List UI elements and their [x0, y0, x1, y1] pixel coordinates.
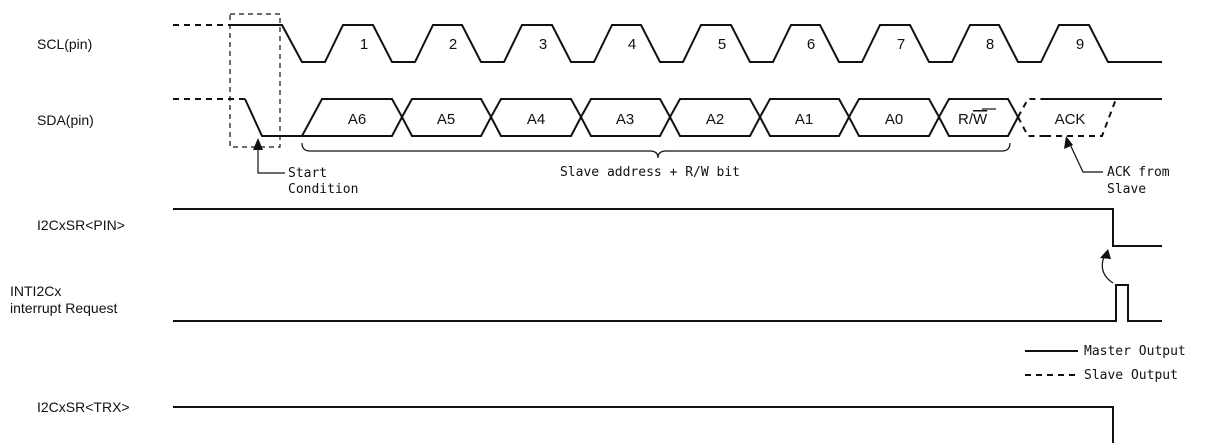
clock-number-8: 8 [986, 36, 994, 53]
ack-from-slave-annotation: ACK from Slave [1064, 136, 1170, 197]
address-brace-text: Slave address + R/W bit [560, 165, 740, 180]
address-bit-a6: A6 [348, 111, 366, 128]
clock-number-5: 5 [718, 36, 726, 53]
legend-slave-text: Slave Output [1084, 368, 1178, 383]
rw-bit-w-overlined: W [973, 111, 988, 128]
sda-signal-label: SDA(pin) [37, 112, 94, 128]
address-bit-a5: A5 [437, 111, 455, 128]
rw-bit-r: R/ [958, 111, 974, 128]
sda-ack-bottom-right [1045, 98, 1117, 137]
address-bit-a2: A2 [706, 111, 724, 128]
sda-waveform [173, 98, 1162, 137]
start-condition-text-line2: Condition [288, 182, 358, 197]
scl-master-trace [232, 24, 1162, 63]
int-signal-label-line2: interrupt Request [10, 300, 118, 316]
clock-number-6: 6 [807, 36, 815, 53]
pin-waveform [173, 208, 1162, 247]
pin-clear-arrow-icon [1100, 249, 1111, 259]
legend: Master Output Slave Output [1025, 344, 1186, 383]
start-condition-leader [257, 140, 285, 174]
start-condition-annotation: Start Condition [253, 138, 358, 197]
address-brace-shape [301, 142, 1011, 159]
clock-number-4: 4 [628, 36, 636, 53]
start-condition-text-line1: Start [288, 166, 327, 181]
clock-number-9: 9 [1076, 36, 1084, 53]
clock-number-7: 7 [897, 36, 905, 53]
int-waveform [173, 284, 1162, 322]
sda-ack-bottom-left [1017, 116, 1045, 137]
address-bit-a3: A3 [616, 111, 634, 128]
scl-signal-label: SCL(pin) [37, 36, 92, 52]
sda-ack-top-left [1017, 98, 1045, 118]
ack-from-slave-leader [1067, 139, 1103, 173]
slave-address-brace: Slave address + R/W bit [301, 142, 1011, 180]
sda-address-bit-labels: A6 A5 A4 A3 A2 A1 A0 R/W ACK [348, 108, 1086, 128]
ack-from-slave-text-line1: ACK from [1107, 165, 1170, 180]
legend-master-text: Master Output [1084, 344, 1186, 359]
address-bit-a1: A1 [795, 111, 813, 128]
ack-from-slave-arrow-icon [1064, 136, 1073, 149]
rw-bit-label: R/W [958, 111, 988, 128]
sda-start-fall [244, 98, 302, 137]
clock-number-2: 2 [449, 36, 457, 53]
int-signal-label-line1: INTI2Cx [10, 283, 61, 299]
start-condition-box [229, 13, 281, 148]
sda-data-cells-bottom [322, 114, 1019, 137]
clock-number-1: 1 [360, 36, 368, 53]
start-condition-arrow-icon [253, 138, 263, 150]
trx-signal-label: I2CxSR<TRX> [37, 399, 130, 415]
address-bit-a0: A0 [885, 111, 903, 128]
ack-bit-label: ACK [1055, 111, 1086, 128]
scl-waveform [173, 24, 1162, 63]
scl-clock-numbers: 1 2 3 4 5 6 7 8 9 [360, 36, 1084, 53]
clock-number-3: 3 [539, 36, 547, 53]
pin-signal-label: I2CxSR<PIN> [37, 217, 125, 233]
address-bit-a4: A4 [527, 111, 545, 128]
trx-waveform [173, 406, 1114, 443]
ack-from-slave-text-line2: Slave [1107, 182, 1146, 197]
